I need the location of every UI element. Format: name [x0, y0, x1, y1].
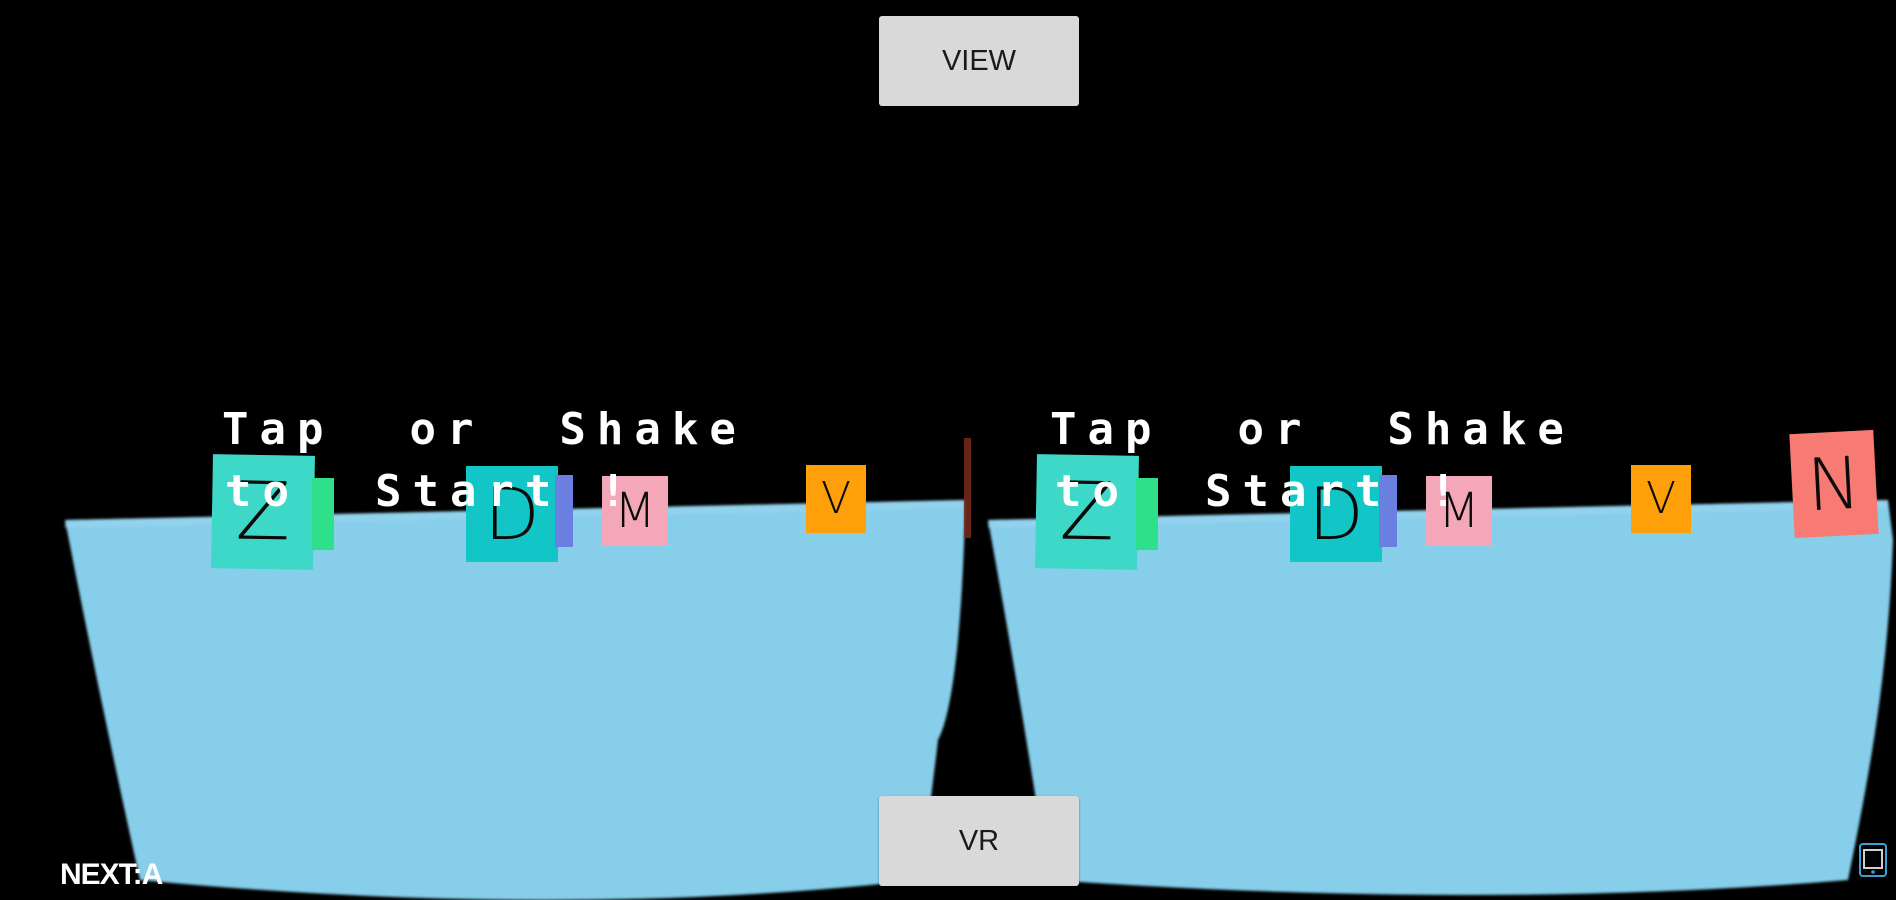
- letter-tile-n: N: [1789, 429, 1879, 539]
- next-letter-label: NEXT:A: [60, 858, 163, 891]
- eye-divider: [964, 438, 971, 538]
- start-banner-line1-right: Tap or Shake: [1050, 404, 1575, 455]
- letter-tile-blue: [555, 475, 573, 547]
- cardboard-settings-icon[interactable]: [1858, 842, 1888, 878]
- start-banner-line2-left: to Start !: [225, 466, 638, 517]
- start-banner-line1-left: Tap or Shake: [222, 404, 747, 455]
- letter-tile-m: M: [602, 476, 668, 546]
- letter-tile-v: V: [1631, 465, 1691, 533]
- view-button[interactable]: VIEW: [879, 16, 1079, 106]
- letter-tile-green: [1136, 478, 1158, 550]
- letter-tile-d: D: [1290, 466, 1382, 562]
- letter-tile-v: V: [806, 465, 866, 533]
- start-banner-line2-right: to Start !: [1055, 466, 1468, 517]
- letter-tile-d: D: [466, 466, 558, 562]
- letter-tile-green: [312, 478, 334, 550]
- letter-tile-m: M: [1426, 476, 1492, 546]
- letter-tile-blue: [1379, 475, 1397, 547]
- vr-button[interactable]: VR: [879, 796, 1079, 886]
